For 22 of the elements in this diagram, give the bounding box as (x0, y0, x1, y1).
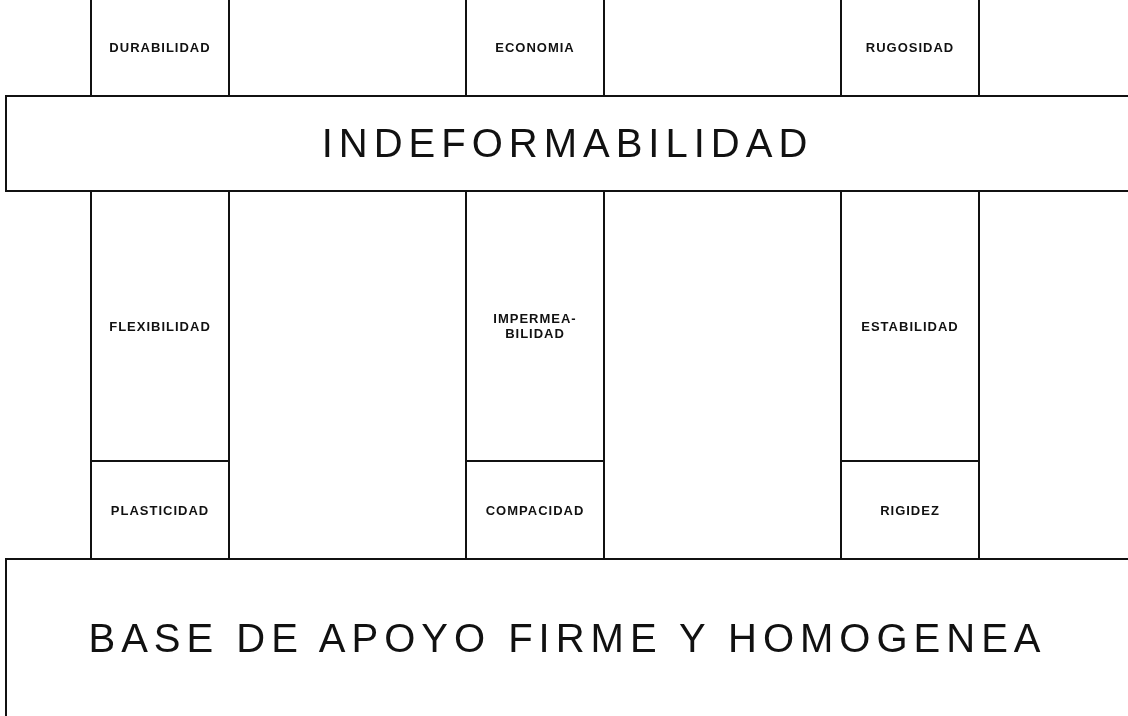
property-label: COMPACIDAD (484, 502, 586, 518)
band-title: INDEFORMABILIDAD (320, 121, 815, 166)
property-label: FLEXIBILIDAD (108, 318, 212, 334)
property-box (465, 0, 605, 97)
property-box (465, 190, 605, 462)
property-box (840, 190, 980, 462)
property-label: IMPERMEA- BILIDAD (492, 311, 578, 341)
property-label: RUGOSIDAD (864, 40, 956, 55)
property-label: RIGIDEZ (879, 502, 941, 518)
property-label: PLASTICIDAD (109, 502, 211, 518)
property-box (840, 460, 980, 560)
property-box (465, 460, 605, 560)
band-title: BASE DE APOYO FIRME Y HOMOGENEA (87, 615, 1048, 661)
property-box (840, 0, 980, 97)
property-band (5, 95, 1128, 192)
property-box (90, 0, 230, 97)
property-label: ECONOMIA (494, 40, 576, 55)
property-box (90, 190, 230, 462)
property-box (90, 460, 230, 560)
property-label: ESTABILIDAD (860, 318, 960, 334)
base-band (5, 558, 1128, 716)
property-label: DURABILIDAD (108, 40, 212, 55)
